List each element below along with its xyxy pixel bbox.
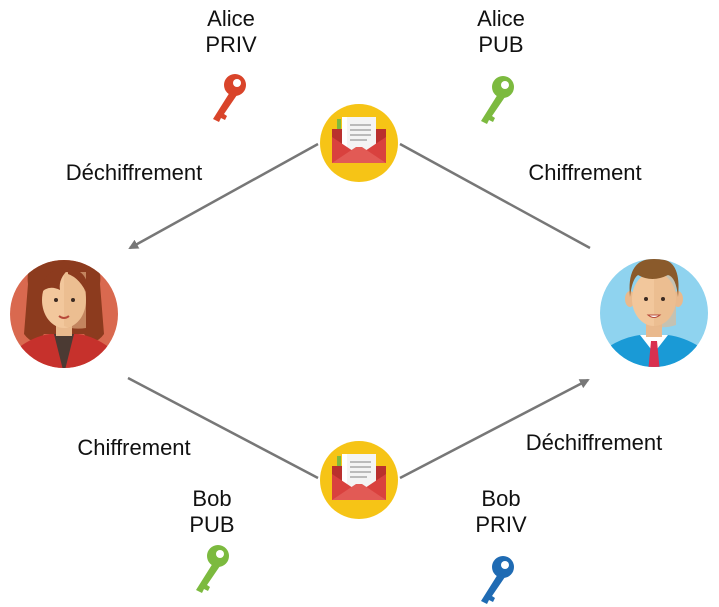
arrow-bottom-message-to-bob bbox=[399, 378, 590, 480]
alice-priv-label: Alice PRIV bbox=[191, 6, 271, 58]
alice-priv-owner: Alice bbox=[207, 6, 255, 31]
arrow-bob-to-top-message bbox=[399, 142, 591, 250]
bob-priv-label: Bob PRIV bbox=[461, 486, 541, 538]
alice-pub-type: PUB bbox=[478, 32, 524, 57]
op-bottom-right-label: Déchiffrement bbox=[525, 430, 663, 455]
bob-avatar-icon bbox=[600, 259, 708, 367]
alice-avatar-icon bbox=[10, 260, 118, 368]
bob-pub-key-icon bbox=[196, 545, 229, 593]
bob-pub-owner: Bob bbox=[192, 486, 232, 511]
alice-pub-owner: Alice bbox=[477, 6, 525, 31]
bob-priv-type: PRIV bbox=[475, 512, 527, 537]
bob-pub-type: PUB bbox=[189, 512, 235, 537]
op-top-right-label: Chiffrement bbox=[528, 160, 642, 185]
alice-priv-key-icon bbox=[213, 74, 246, 122]
top-envelope-icon bbox=[319, 103, 399, 183]
bob-priv-key-icon bbox=[481, 556, 514, 604]
bottom-envelope-icon bbox=[319, 440, 399, 520]
arrow-alice-to-bottom-message bbox=[127, 376, 319, 480]
op-top-left-label: Déchiffrement bbox=[65, 160, 203, 185]
op-bottom-left-label: Chiffrement bbox=[77, 435, 191, 460]
arrow-top-message-to-alice bbox=[128, 142, 319, 250]
alice-pub-key-icon bbox=[481, 76, 514, 124]
alice-priv-type: PRIV bbox=[205, 32, 257, 57]
bob-pub-label: Bob PUB bbox=[172, 486, 252, 538]
alice-pub-label: Alice PUB bbox=[461, 6, 541, 58]
bob-priv-owner: Bob bbox=[481, 486, 521, 511]
